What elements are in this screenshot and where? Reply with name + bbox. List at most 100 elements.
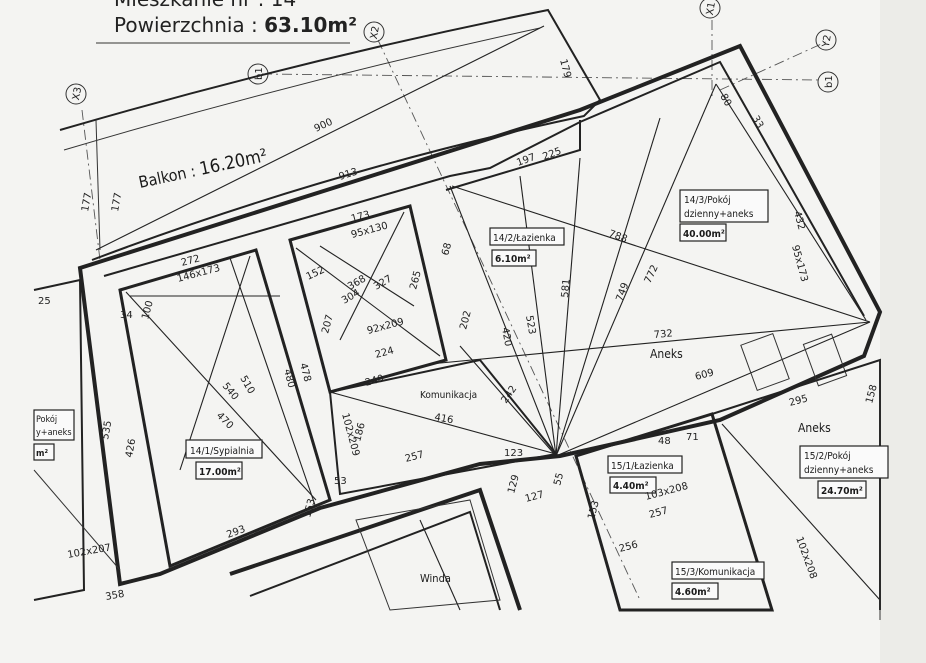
svg-text:257: 257 [648,505,669,521]
axis-y2 [719,39,831,91]
svg-text:535: 535 [100,420,114,441]
svg-text:68: 68 [440,242,454,257]
living-room-diagonals [429,83,871,457]
left-flat-diag [33,469,121,571]
room-label-15-3: 15/3/Komunikacja 4.60m² [671,561,765,600]
svg-text:Y2: Y2 [821,34,834,49]
bedroom-walls [118,248,332,569]
room-label-15-2: 15/2/Pokój dzienny+aneks 24.70m² [799,445,889,499]
balcony-diagonal-900 [95,25,545,251]
svg-text:14/1/Sypialnia: 14/1/Sypialnia [190,446,254,457]
svg-text:y+aneks: y+aneks [36,428,72,438]
svg-text:732: 732 [653,328,673,341]
svg-text:153: 153 [302,497,318,518]
zone-aneks-15: Aneks [798,421,831,435]
axis-bubble-x1: X1 [699,0,721,19]
svg-text:40.00m²: 40.00m² [683,229,725,240]
svg-text:14/3/Pokój: 14/3/Pokój [684,194,731,206]
lift-inner-wall [249,510,501,611]
flat-15-diag [721,423,881,601]
svg-text:15/2/Pokój: 15/2/Pokój [804,450,851,462]
room-label-15-1: 15/1/Łazienka 4.40m² [607,455,683,494]
apartment-area: Powierzchnia : 63.10m² [114,13,357,37]
svg-text:256: 256 [618,539,639,555]
area-value: 63.10m² [264,13,357,37]
svg-text:257: 257 [404,449,425,465]
bathroom-diag-2 [319,245,415,307]
kitchen-unit-2 [802,333,848,387]
svg-text:202: 202 [458,309,474,330]
axis-bubble-y2: Y2 [815,29,837,51]
svg-text:416: 416 [433,412,454,426]
svg-text:426: 426 [124,438,138,459]
svg-text:432: 432 [791,210,807,231]
svg-text:480: 480 [281,368,297,389]
axis-bubble-b1-right: b1 [817,71,839,93]
svg-text:358: 358 [105,589,126,603]
svg-text:15/1/Łazienka: 15/1/Łazienka [611,461,674,472]
hallway-diag-416 [329,391,557,455]
bathroom-14-2-walls [288,204,448,394]
zone-aneks-14: Aneks [650,347,683,361]
svg-text:129: 129 [506,473,522,494]
svg-text:14/2/Łazienka: 14/2/Łazienka [493,233,556,244]
svg-text:6.10m²: 6.10m² [495,254,531,265]
room-label-14-2: 14/2/Łazienka 6.10m² [489,227,565,267]
zone-winda: Winda [420,572,451,585]
apartment-outer-wall [77,43,883,587]
svg-text:173: 173 [350,209,371,225]
bathroom-diag-1 [295,247,441,357]
svg-text:dzienny+aneks: dzienny+aneks [684,209,754,220]
svg-text:53: 53 [334,476,347,487]
kitchen-unit-1 [740,332,790,392]
svg-text:55: 55 [552,472,566,487]
axis-x2 [377,39,641,601]
svg-text:Pokój: Pokój [36,414,57,425]
svg-text:295: 295 [788,393,809,409]
svg-text:179: 179 [557,58,573,79]
flat-15-bathroom-walls [574,412,775,612]
bedroom-diag-1 [125,291,317,501]
svg-text:581: 581 [560,278,573,298]
room-label-14-3: 14/3/Pokój dzienny+aneks 40.00m² [679,189,769,242]
svg-text:24.70m²: 24.70m² [821,486,863,497]
svg-text:25: 25 [38,296,51,307]
axis-bubble-x3: X3 [65,83,87,105]
svg-text:523: 523 [523,315,537,336]
svg-text:b1: b1 [824,75,835,88]
svg-text:177: 177 [80,192,94,213]
svg-text:123: 123 [504,448,523,459]
bedroom-diag-3 [179,255,251,471]
svg-text:609: 609 [694,367,715,383]
lift-car [355,499,501,611]
svg-text:b1: b1 [254,67,265,80]
svg-text:177: 177 [110,192,124,213]
svg-text:153: 153 [586,499,602,520]
svg-text:71: 71 [686,432,699,443]
svg-text:478: 478 [297,362,313,383]
zone-komunikacja: Komunikacja [420,390,477,401]
svg-text:m²: m² [36,449,48,459]
svg-text:240: 240 [364,373,385,389]
svg-text:265: 265 [408,269,424,290]
svg-text:224: 224 [374,345,395,361]
lift-diagonal [419,519,461,611]
svg-text:15/3/Komunikacja: 15/3/Komunikacja [675,567,755,578]
axis-x3 [81,109,101,261]
room-label-left-flat: Pokój y+aneks m² [33,409,75,461]
living-inner-wall [445,120,581,191]
svg-text:207: 207 [320,313,336,334]
svg-text:272: 272 [180,253,201,269]
apartment-inner-wall [103,60,865,317]
lift-outer-wall [229,487,522,611]
svg-text:48: 48 [658,436,671,447]
svg-text:X3: X3 [71,86,84,101]
margin-strip [880,0,926,663]
svg-text:X1: X1 [705,1,718,16]
area-label: Powierzchnia : [114,13,264,37]
bedroom-diag-4 [229,257,316,506]
svg-text:4.60m²: 4.60m² [675,587,711,598]
svg-text:34: 34 [120,310,133,321]
